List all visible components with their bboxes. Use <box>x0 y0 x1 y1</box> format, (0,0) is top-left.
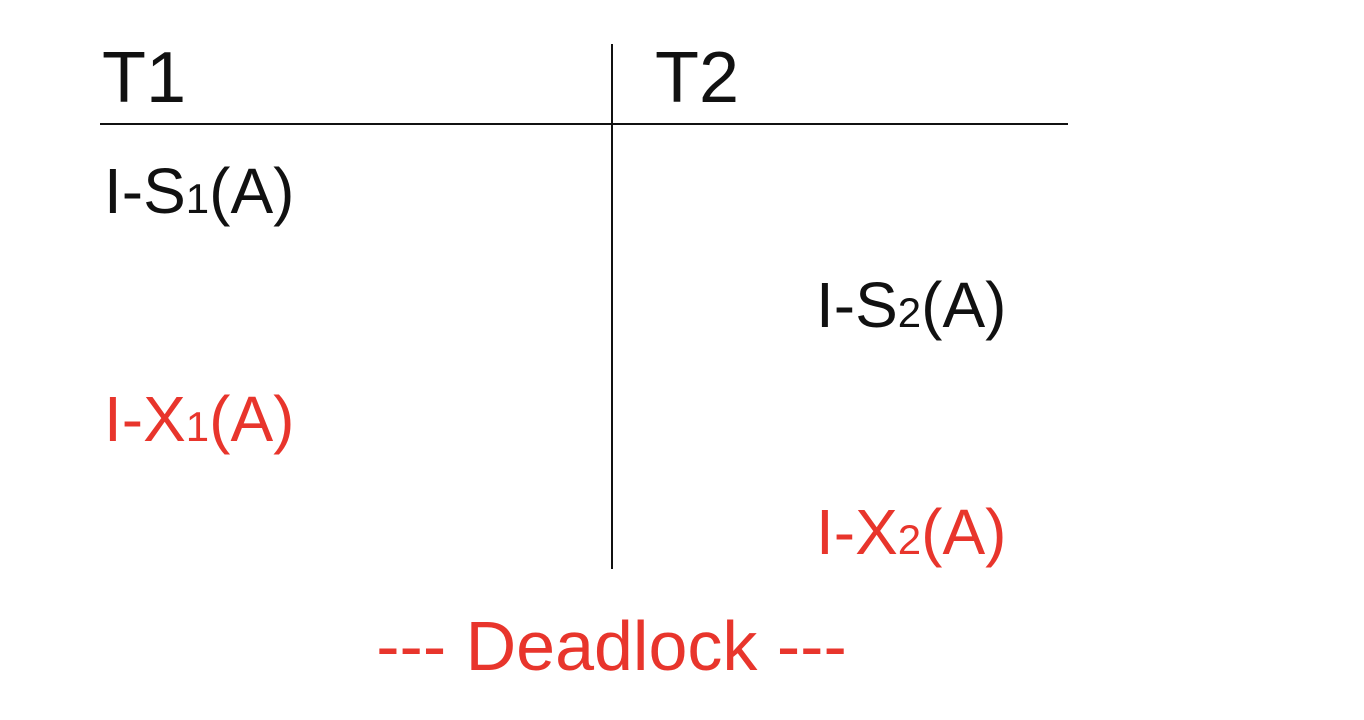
t1-exclusive-lock-op: I-X1(A) <box>104 381 294 465</box>
t1-shared-lock-op: I-S1(A) <box>104 153 294 237</box>
op-prefix: I-X <box>816 496 898 568</box>
column-divider <box>611 44 613 569</box>
op-subscript: 1 <box>185 175 210 222</box>
op-subscript: 2 <box>897 516 922 563</box>
op-prefix: I-S <box>816 269 898 341</box>
op-suffix: (A) <box>921 269 1007 341</box>
column-header-t2: T2 <box>655 38 740 118</box>
header-divider <box>100 123 1068 125</box>
op-prefix: I-S <box>104 155 186 227</box>
column-header-t1: T1 <box>102 38 187 118</box>
t2-exclusive-lock-op: I-X2(A) <box>816 494 1006 578</box>
op-prefix: I-X <box>104 383 186 455</box>
t2-shared-lock-op: I-S2(A) <box>816 267 1006 351</box>
op-subscript: 1 <box>185 403 210 450</box>
op-suffix: (A) <box>921 496 1007 568</box>
deadlock-caption: --- Deadlock --- <box>376 607 847 685</box>
op-suffix: (A) <box>209 155 295 227</box>
op-suffix: (A) <box>209 383 295 455</box>
op-subscript: 2 <box>897 289 922 336</box>
